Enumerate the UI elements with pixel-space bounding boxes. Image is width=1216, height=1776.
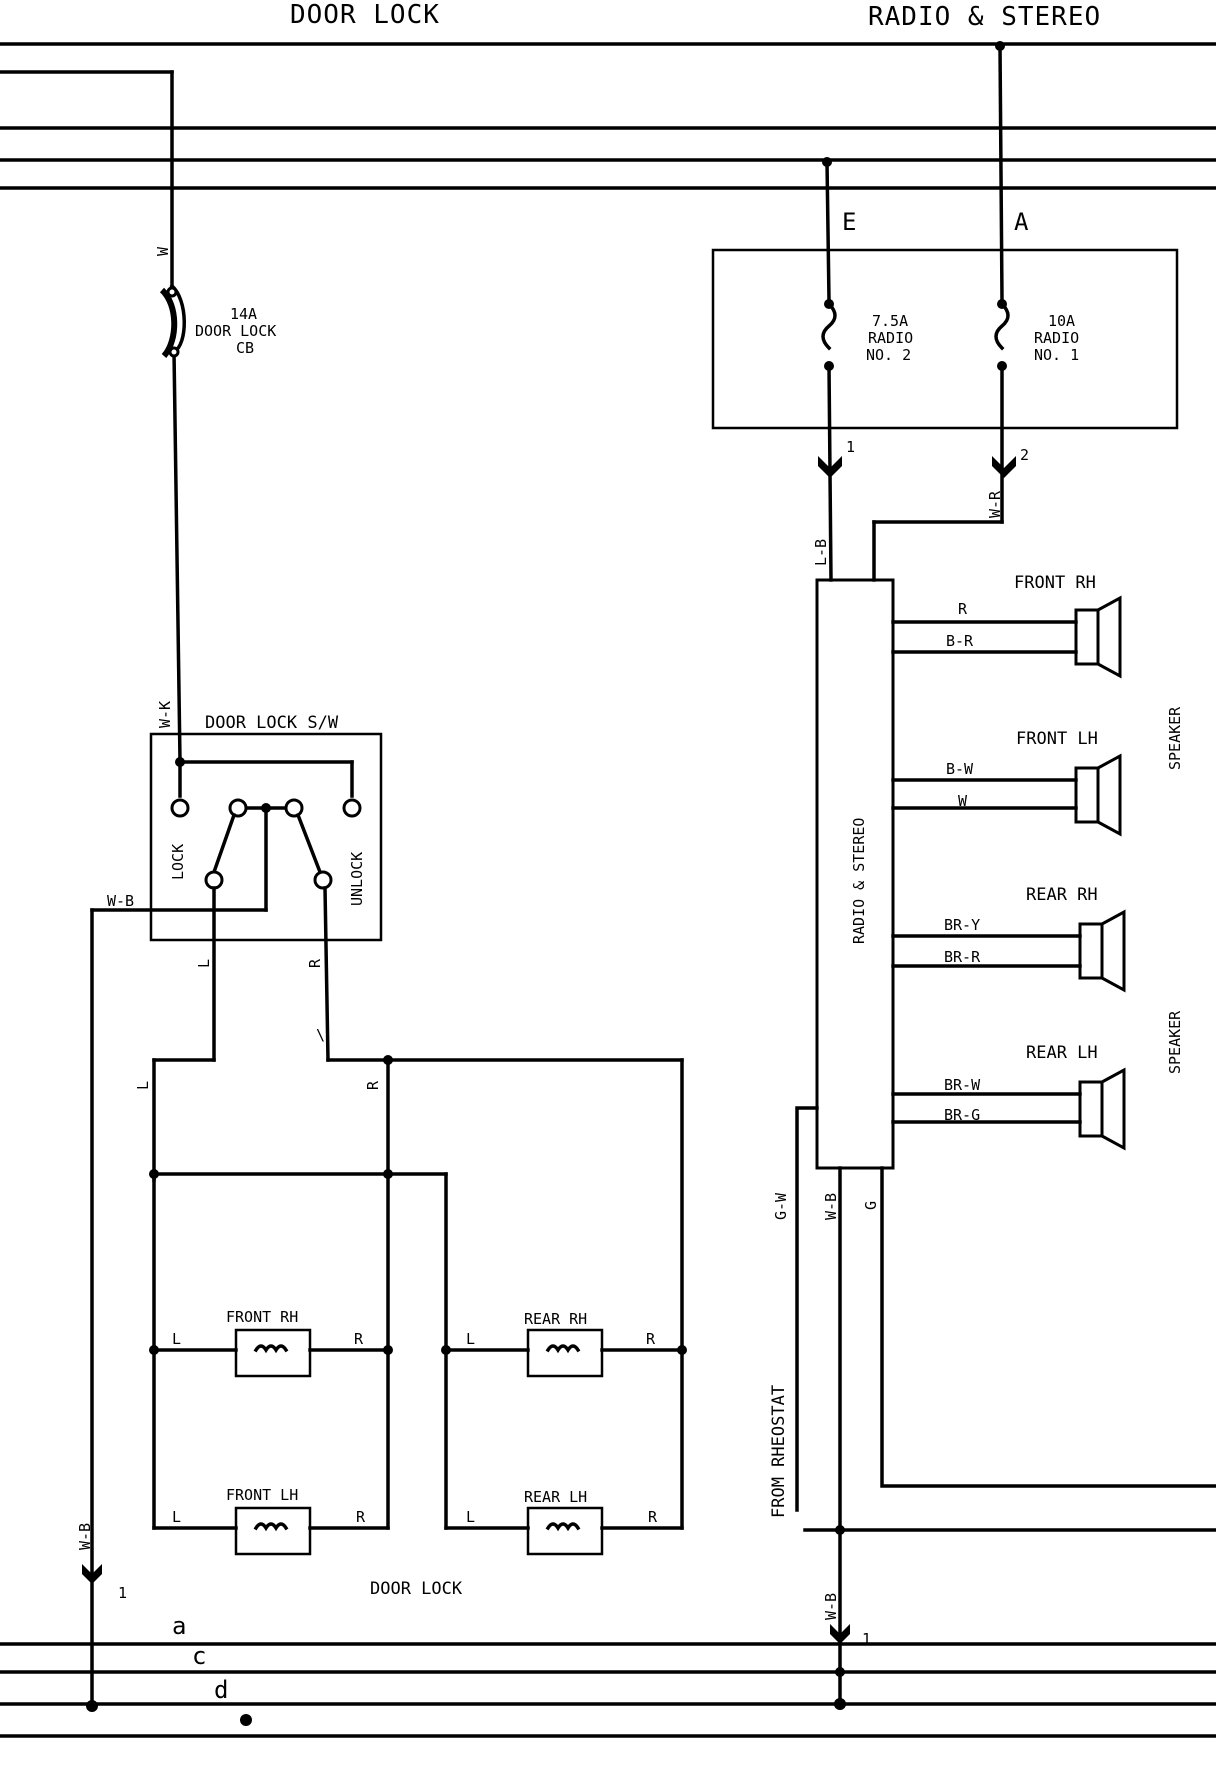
actuator-front-rh-r: R bbox=[354, 1330, 364, 1348]
switch-title: DOOR LOCK S/W bbox=[205, 713, 339, 733]
junction-pin-1: 1 bbox=[846, 438, 855, 456]
actuator-front-rh-label: FRONT RH bbox=[226, 1308, 298, 1326]
ground-pin-radio: 1 bbox=[862, 1630, 871, 1648]
wire-label-r-switch: R bbox=[306, 958, 324, 968]
speaker-group-label-rear: SPEAKER bbox=[1166, 1010, 1184, 1074]
terminal-e: E bbox=[842, 208, 856, 236]
fuse-radio2-name: RADIO bbox=[868, 329, 913, 347]
switch-lock-label: LOCK bbox=[169, 844, 187, 880]
section-title-radio-stereo: RADIO & STEREO bbox=[868, 2, 1101, 32]
actuator-network bbox=[149, 1055, 687, 1556]
actuator-front-lh-r: R bbox=[356, 1508, 366, 1526]
bus-letter-c: c bbox=[192, 1642, 206, 1670]
speaker-front-rh-label: FRONT RH bbox=[1014, 573, 1096, 593]
junction-pin-2: 2 bbox=[1020, 446, 1029, 464]
radio-unit-label: RADIO & STEREO bbox=[850, 818, 868, 944]
wire-label-l-net: L bbox=[134, 1081, 152, 1090]
bus-letter-d: d bbox=[214, 1676, 228, 1704]
speaker-front-rh bbox=[891, 595, 1122, 679]
switch-unlock-label: UNLOCK bbox=[348, 852, 366, 906]
fuse-radio2-no: NO. 2 bbox=[866, 346, 911, 364]
wire-label-w-speaker: W bbox=[958, 792, 968, 810]
wire-label-brw: BR-W bbox=[944, 1076, 981, 1094]
ground-pin-left: 1 bbox=[118, 1584, 127, 1602]
speaker-rear-lh bbox=[891, 1067, 1126, 1151]
actuator-rear-rh-label: REAR RH bbox=[524, 1310, 587, 1328]
wire-label-wb-radio: W-B bbox=[822, 1193, 840, 1220]
terminal-a: A bbox=[1014, 208, 1029, 236]
speaker-rear-rh bbox=[891, 909, 1126, 993]
actuator-front-rh-l: L bbox=[172, 1330, 181, 1348]
wire-label-wb-ground: W-B bbox=[76, 1523, 94, 1550]
speaker-group-label-front: SPEAKER bbox=[1166, 706, 1184, 770]
fuse-radio2-rating: 7.5A bbox=[872, 312, 908, 330]
wire-label-l-switch: L bbox=[195, 959, 213, 968]
actuator-rear-rh-l: L bbox=[466, 1330, 475, 1348]
cb-rating: 14A bbox=[230, 305, 257, 323]
cb-name: DOOR LOCK bbox=[195, 322, 276, 340]
fuse-radio1-rating: 10A bbox=[1048, 312, 1075, 330]
actuator-rear-lh-r: R bbox=[648, 1508, 658, 1526]
wire-label-bw: B-W bbox=[946, 760, 974, 778]
wire-label-r-speaker: R bbox=[958, 600, 968, 618]
wire-label-wr: W-R bbox=[986, 490, 1004, 518]
actuator-rear-rh-r: R bbox=[646, 1330, 656, 1348]
actuator-front-lh-label: FRONT LH bbox=[226, 1486, 298, 1504]
speaker-front-lh-label: FRONT LH bbox=[1016, 729, 1098, 749]
bottom-bus-lines bbox=[0, 1642, 1216, 1738]
wire-label-lb: L-B bbox=[812, 539, 830, 566]
wire-label-bry: BR-Y bbox=[944, 916, 980, 934]
top-bus-lines bbox=[0, 42, 1216, 190]
cb-suffix: CB bbox=[236, 339, 254, 357]
wire-label-wb-switch: W-B bbox=[107, 892, 134, 910]
fuse-radio1-name: RADIO bbox=[1034, 329, 1079, 347]
wire-label-w: W bbox=[154, 246, 172, 256]
radio-stereo-unit bbox=[815, 578, 895, 1170]
fuse-radio1-no: NO. 1 bbox=[1034, 346, 1079, 364]
wire-label-wk: W-K bbox=[156, 701, 174, 728]
junction-block bbox=[711, 44, 1179, 582]
ground-wire-left bbox=[82, 908, 102, 1712]
radio-bottom-wiring bbox=[795, 1106, 1216, 1710]
actuator-front-lh-l: L bbox=[172, 1508, 181, 1526]
wire-mark-tick: \ bbox=[316, 1026, 325, 1044]
from-rheostat-label: FROM RHEOSTAT bbox=[769, 1385, 789, 1518]
speaker-rear-lh-label: REAR LH bbox=[1026, 1043, 1098, 1063]
wire-label-gw: G-W bbox=[772, 1192, 790, 1220]
speaker-rear-rh-label: REAR RH bbox=[1026, 885, 1098, 905]
wire-label-r-net: R bbox=[364, 1080, 382, 1090]
wire-label-g: G bbox=[862, 1201, 880, 1210]
wire-label-brg: BR-G bbox=[944, 1106, 980, 1124]
door-lock-switch bbox=[90, 732, 383, 1062]
actuator-rear-lh-label: REAR LH bbox=[524, 1488, 587, 1506]
door-lock-feed bbox=[159, 70, 186, 762]
speaker-front-lh bbox=[891, 753, 1122, 837]
wire-label-br: B-R bbox=[946, 632, 974, 650]
actuator-rear-lh-l: L bbox=[466, 1508, 475, 1526]
section-title-door-lock: DOOR LOCK bbox=[290, 0, 440, 30]
bus-letter-a: a bbox=[172, 1612, 186, 1640]
wire-label-wb-radio-ground: W-B bbox=[822, 1593, 840, 1620]
wire-label-brr: BR-R bbox=[944, 948, 981, 966]
door-lock-caption: DOOR LOCK bbox=[370, 1579, 463, 1599]
